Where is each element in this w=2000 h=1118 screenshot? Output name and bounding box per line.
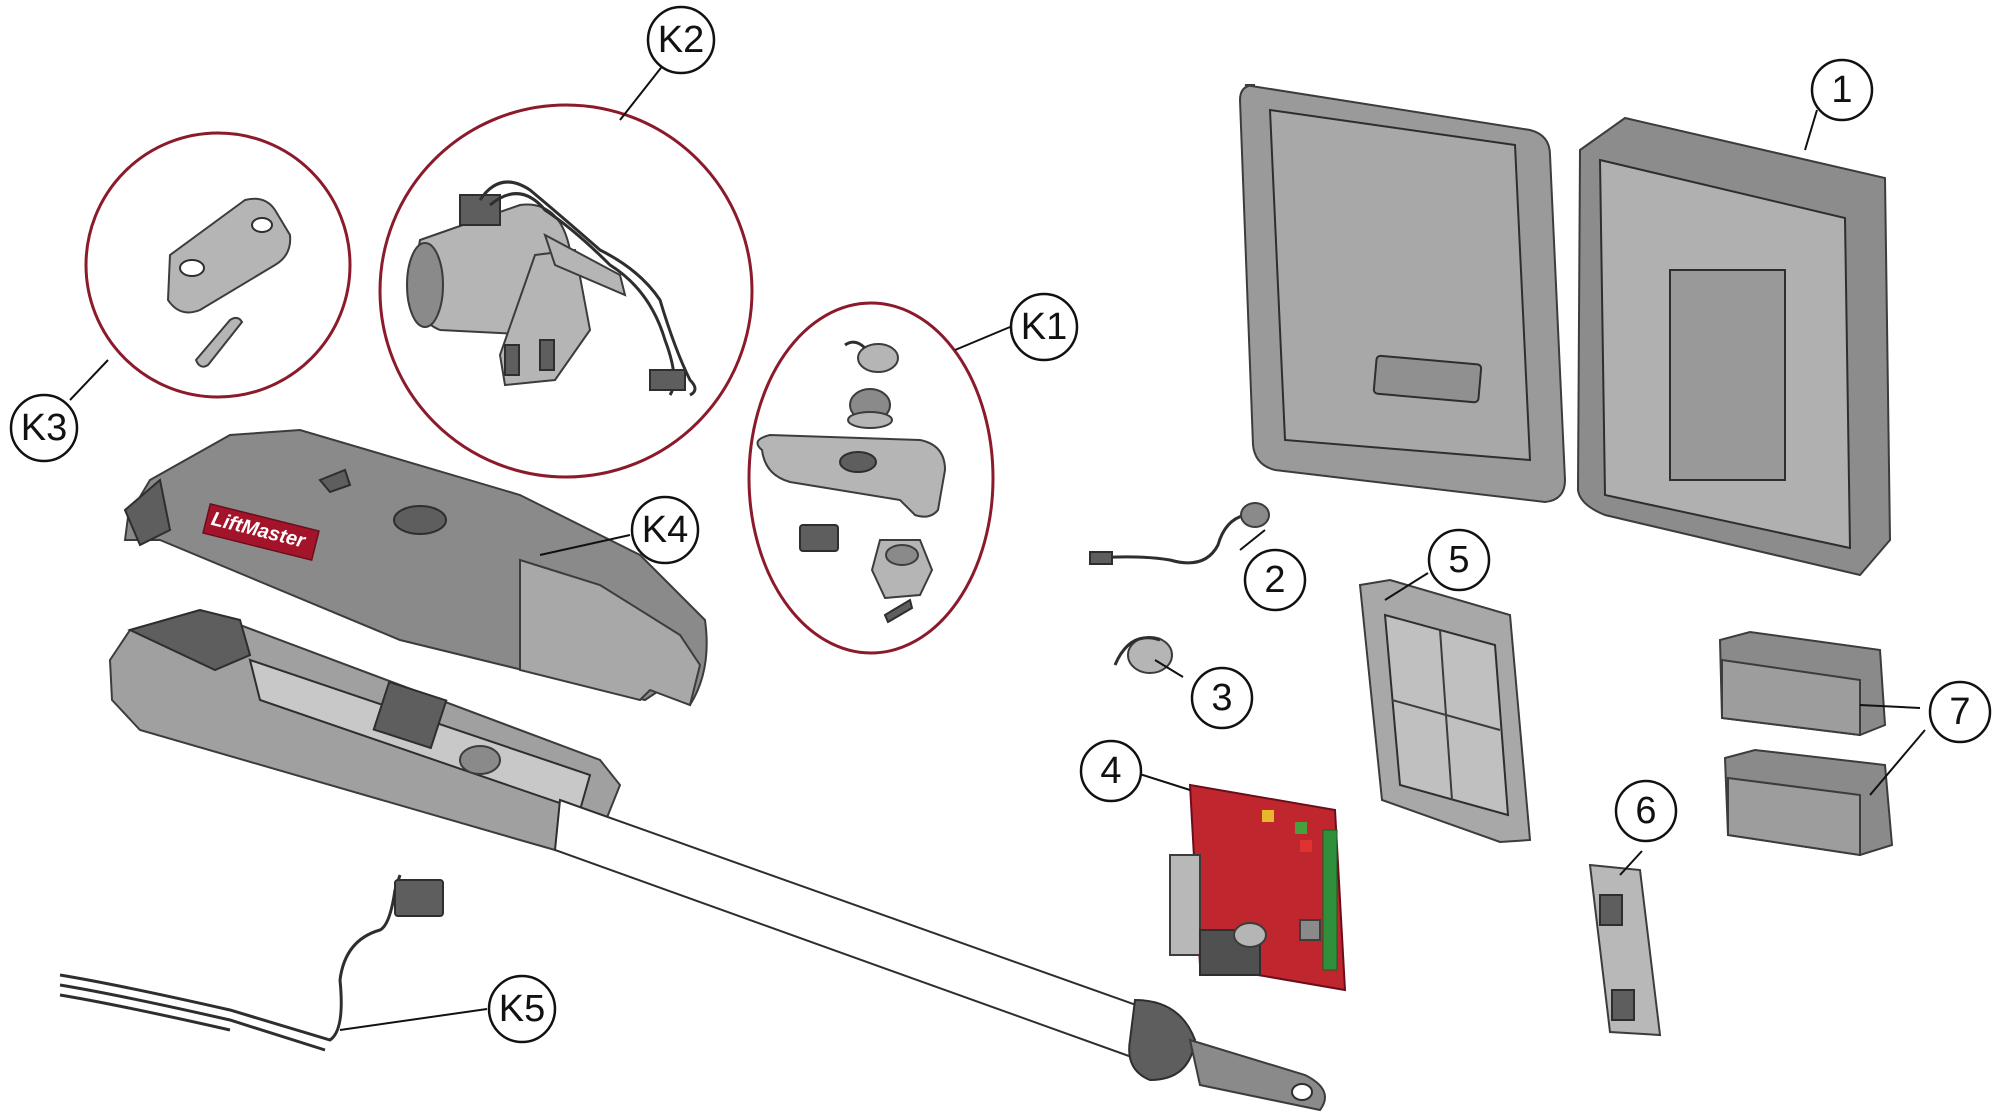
outlet-plate-part xyxy=(1588,863,1662,1037)
callout-label-2: 2 xyxy=(1264,559,1285,601)
enclosure-part xyxy=(1238,84,1892,577)
detail-ring-k3 xyxy=(84,131,352,399)
leader-k5 xyxy=(339,1008,488,1031)
leader-k4 xyxy=(539,534,631,556)
callout-k4: K4 xyxy=(630,495,700,565)
mounting-plate-part xyxy=(1358,578,1532,844)
callout-5: 5 xyxy=(1427,528,1491,592)
callout-label-4: 4 xyxy=(1100,750,1121,792)
latch-spring-part xyxy=(1113,636,1173,674)
leader-2 xyxy=(1239,529,1266,551)
callout-k2: K2 xyxy=(646,5,716,75)
callout-label-1: 1 xyxy=(1831,69,1852,111)
callout-label-k4: K4 xyxy=(642,509,688,551)
callout-label-k1: K1 xyxy=(1021,306,1067,348)
detail-k3-group xyxy=(84,131,352,399)
leader-3 xyxy=(1154,659,1184,678)
detail-ring-k1 xyxy=(747,301,995,655)
callout-label-k2: K2 xyxy=(658,19,704,61)
leader-k3 xyxy=(69,359,109,401)
leader-5 xyxy=(1384,572,1429,601)
callout-k5: K5 xyxy=(487,974,557,1044)
callout-label-6: 6 xyxy=(1635,790,1656,832)
motor-part xyxy=(406,180,697,397)
callout-label-3: 3 xyxy=(1211,677,1232,719)
callout-label-7: 7 xyxy=(1949,691,1970,733)
callout-k3: K3 xyxy=(9,393,79,463)
clevis-bracket-part xyxy=(166,197,292,314)
leader-6 xyxy=(1619,850,1643,876)
callout-label-k5: K5 xyxy=(499,988,545,1030)
callout-6: 6 xyxy=(1614,779,1678,843)
callout-label-k3: K3 xyxy=(21,407,67,449)
detail-k2-group xyxy=(378,103,754,479)
callout-label-5: 5 xyxy=(1448,539,1469,581)
control-board-part xyxy=(1169,783,1347,992)
power-harness-part xyxy=(59,874,444,1052)
leader-k2 xyxy=(619,63,665,121)
callout-4: 4 xyxy=(1079,739,1143,803)
lock-cover-part xyxy=(844,340,899,429)
leader-k1 xyxy=(954,326,1011,351)
operator-base-part xyxy=(108,608,622,862)
operator-cover-part: LiftMaster xyxy=(123,428,708,707)
lock-cylinder-part xyxy=(799,524,934,624)
operator-arm-part xyxy=(553,798,1326,1112)
leader-lines xyxy=(69,63,1926,1031)
battery-pair-part xyxy=(1718,630,1894,857)
callout-7: 7 xyxy=(1928,680,1992,744)
detail-k1-group xyxy=(747,301,995,655)
callout-2: 2 xyxy=(1243,548,1307,612)
callout-3: 3 xyxy=(1190,666,1254,730)
leader-7b xyxy=(1869,729,1926,796)
clevis-pin-part xyxy=(194,316,244,368)
callout-k1: K1 xyxy=(1009,292,1079,362)
sensor-lead-part xyxy=(1089,502,1270,565)
callout-1: 1 xyxy=(1810,58,1874,122)
lock-plate-part xyxy=(756,433,947,518)
leader-1 xyxy=(1804,109,1818,151)
detail-ring-k2 xyxy=(378,103,754,479)
leader-7a xyxy=(1859,704,1921,709)
